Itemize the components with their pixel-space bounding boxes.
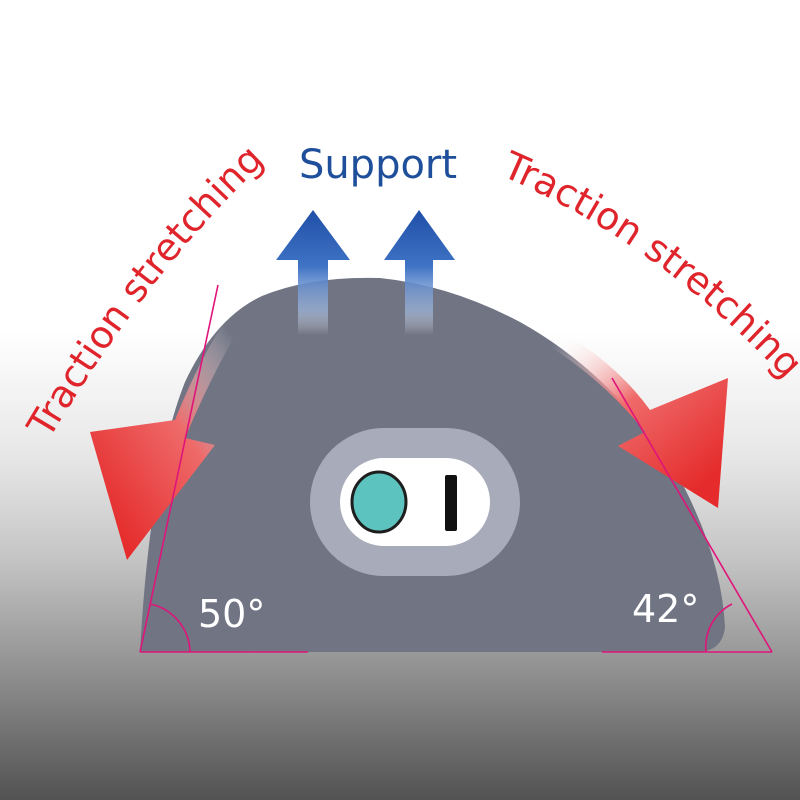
support-arrow-left bbox=[276, 210, 350, 335]
right-tangent-line bbox=[611, 377, 773, 653]
left-tangent-line bbox=[139, 284, 219, 653]
support-label: Support bbox=[299, 142, 457, 188]
left-angle-arc bbox=[149, 603, 191, 653]
angle-label-right: 42° bbox=[632, 587, 699, 631]
right-angle-arc bbox=[704, 603, 733, 653]
dark-indicator-bar bbox=[445, 475, 457, 531]
angle-label-left: 50° bbox=[198, 592, 265, 636]
support-arrow-right bbox=[384, 210, 455, 335]
traction-arrow-right bbox=[530, 320, 728, 508]
teal-indicator bbox=[350, 470, 408, 534]
angle-lines bbox=[139, 284, 773, 653]
traction-arrow-left bbox=[90, 300, 250, 560]
